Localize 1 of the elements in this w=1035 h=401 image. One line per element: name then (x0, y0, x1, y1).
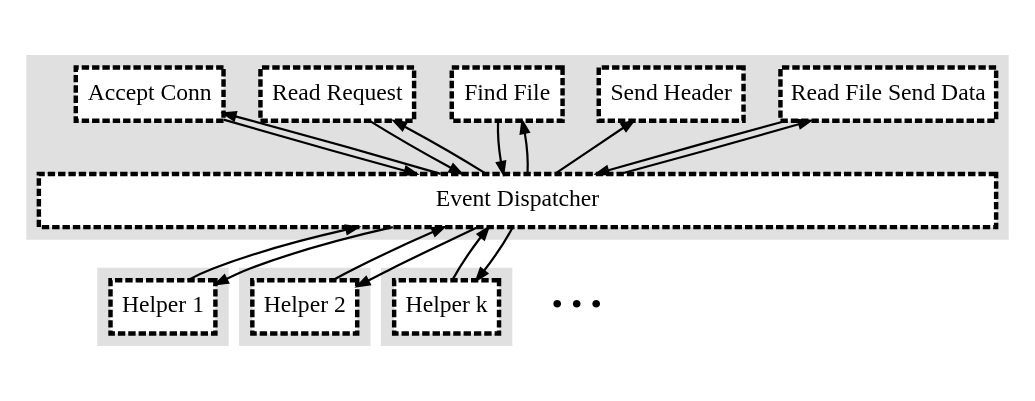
label: • • • (551, 286, 602, 323)
